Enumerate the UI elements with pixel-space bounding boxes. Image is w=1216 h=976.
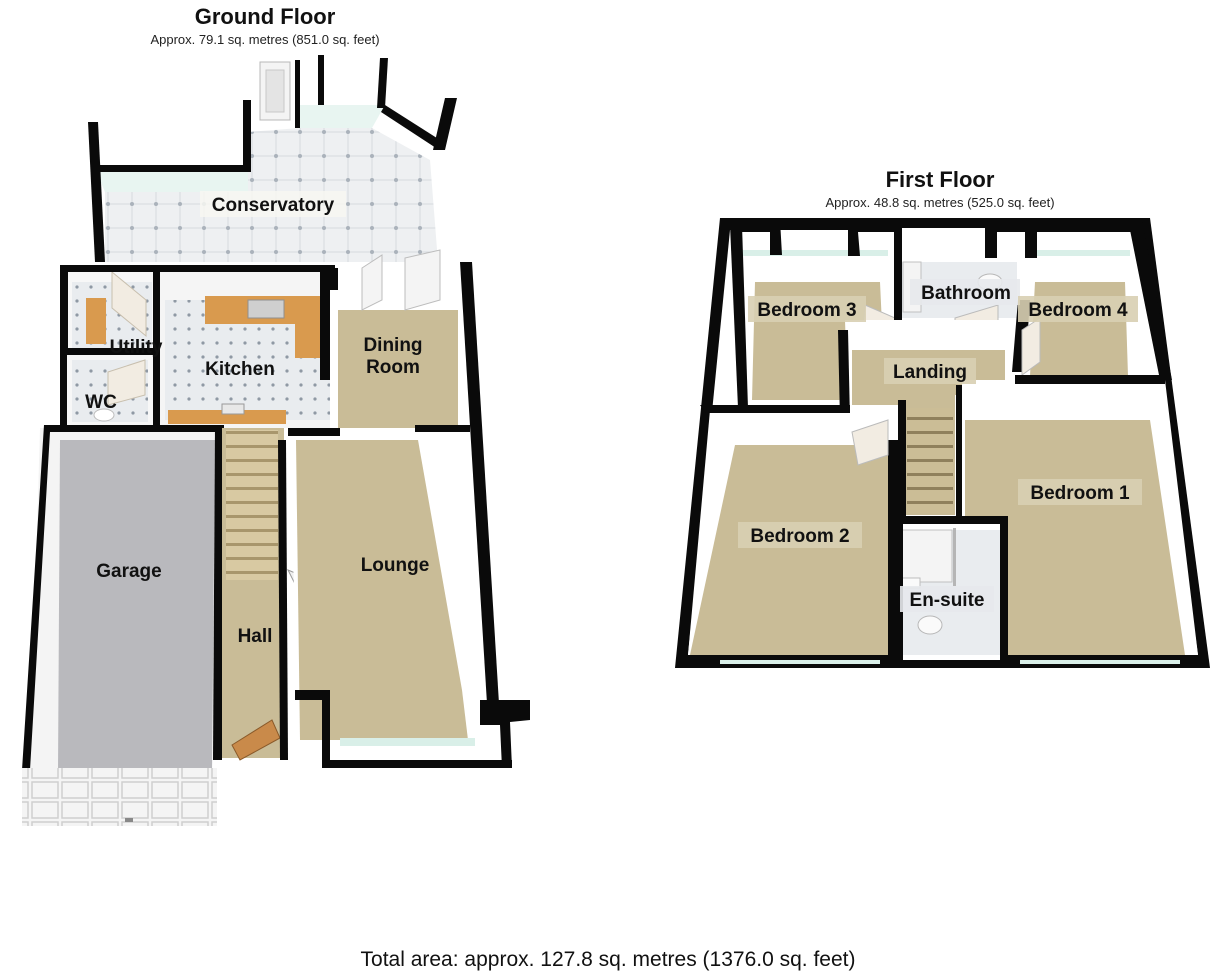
garage-label: Garage (96, 561, 161, 582)
bedroom-3-label: Bedroom 3 (757, 300, 856, 321)
wc-room (60, 348, 155, 428)
conservatory-label: Conservatory (212, 195, 335, 216)
kitchen-room (153, 265, 335, 428)
utility-label: Utility (110, 337, 163, 358)
bedroom-1-room (962, 375, 1198, 655)
ground-floor-plan: Conservatory Utility Kitchen Dining Room… (22, 55, 530, 826)
utility-room (60, 265, 160, 352)
first-floor-title: First Floor (885, 167, 995, 192)
floor-plan: Conservatory Utility Kitchen Dining Room… (22, 55, 1210, 826)
lounge-label: Lounge (361, 555, 430, 576)
first-floor-room-labels: Bedroom 3 Bathroom Bedroom 4 Landing Bed… (738, 279, 1142, 612)
bathroom-label: Bathroom (921, 283, 1011, 304)
hall-room (222, 428, 326, 761)
en-suite-label: En-suite (910, 590, 985, 611)
bedroom-2-label: Bedroom 2 (750, 526, 849, 547)
bedroom-1-label: Bedroom 1 (1030, 483, 1130, 504)
ground-floor-area: Approx. 79.1 sq. metres (851.0 sq. feet) (150, 32, 380, 47)
dining-room (330, 249, 500, 720)
hall-label: Hall (238, 626, 273, 647)
dining-room-label-line1: Dining (363, 335, 422, 356)
total-area: Total area: approx. 127.8 sq. metres (13… (360, 948, 856, 971)
landing-label: Landing (893, 362, 967, 383)
first-floor-area: Approx. 48.8 sq. metres (525.0 sq. feet) (825, 195, 1055, 210)
bedroom-4-label: Bedroom 4 (1028, 300, 1128, 321)
conservatory-room (88, 55, 460, 268)
garage-room (22, 425, 224, 826)
wc-label: WC (85, 392, 117, 413)
ground-floor-room-labels: Conservatory Utility Kitchen Dining Room… (85, 191, 429, 647)
first-floor-plan: Bedroom 3 Bathroom Bedroom 4 Landing Bed… (675, 218, 1210, 668)
ground-floor-title: Ground Floor (194, 4, 336, 29)
kitchen-label: Kitchen (205, 359, 275, 380)
lounge-room (288, 425, 530, 768)
dining-room-label-line2: Room (366, 357, 420, 378)
